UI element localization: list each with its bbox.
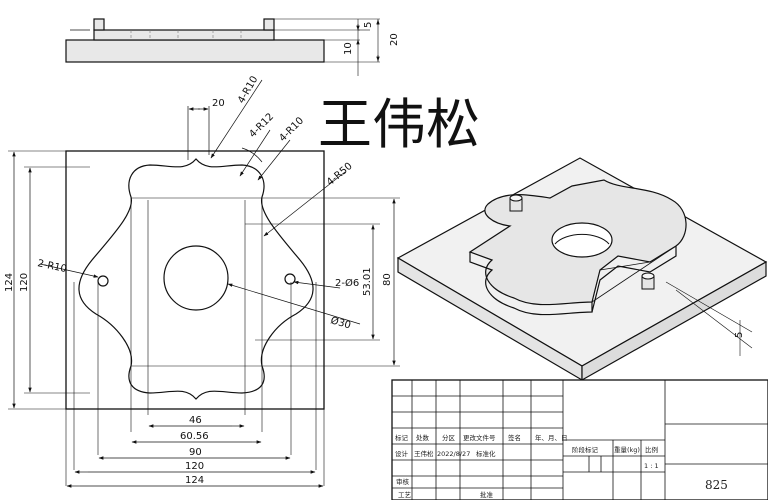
tb-label-count: 处数 <box>416 433 430 442</box>
side-view-raised-profile <box>93 29 275 41</box>
dim-height-124: 124 <box>4 273 15 292</box>
tb-process-label: 工艺 <box>398 491 412 499</box>
pin-hole-right <box>284 273 296 285</box>
iso-pin-left <box>509 194 523 212</box>
tb-drawing-number: 825 <box>705 478 728 492</box>
isometric-view: 5 <box>396 157 768 382</box>
dim-46: 46 <box>189 415 202 426</box>
dim-80: 80 <box>382 273 393 286</box>
front-view-outer-plate <box>65 150 325 410</box>
dim-124: 124 <box>185 475 204 486</box>
iso-dim-5: 5 <box>734 332 745 338</box>
iso-plate-right-side <box>581 260 767 382</box>
side-view-pin-right <box>263 18 275 31</box>
side-view-pin-left <box>93 18 105 31</box>
iso-pin-right <box>641 272 655 290</box>
tb-weight-label: 重量(kg) <box>614 446 640 454</box>
tb-approve-label: 批准 <box>480 490 494 499</box>
callout-2-d6: 2-Ø6 <box>335 277 359 289</box>
side-view: 5 10 20 <box>65 18 400 76</box>
dim-4-r10-a: 4-R10 <box>236 74 260 105</box>
tb-label-mark: 标记 <box>395 433 409 442</box>
tb-scale-label: 比例 <box>645 445 658 454</box>
side-dim-5: 5 <box>363 22 374 28</box>
side-dim-10: 10 <box>343 42 354 55</box>
tb-label-sign: 签名 <box>508 433 521 442</box>
dim-60-56: 60.56 <box>180 431 209 442</box>
designer-name-watermark: 王伟松 <box>318 93 480 156</box>
side-view-base-plate <box>65 39 325 63</box>
center-bore <box>163 245 229 311</box>
tb-label-date: 年、月、日 <box>535 433 568 442</box>
tb-review-label: 审核 <box>396 477 410 486</box>
tb-label-zone: 分区 <box>442 433 456 442</box>
tb-stage-label: 阶段标记 <box>572 445 599 454</box>
callout-d30: Ø30 <box>329 314 352 331</box>
dim-53-01: 53.01 <box>362 267 373 296</box>
dim-4-r12: 4-R12 <box>247 111 276 140</box>
dim-120: 120 <box>185 461 204 472</box>
callout-2-r10: 2-R10 <box>36 258 67 275</box>
title-block: 标记 处数 分区 更改文件号 签名 年、月、日 设计 王伟松 2022/8/27… <box>391 379 768 500</box>
tb-designer: 王伟松 <box>414 449 434 458</box>
tb-scale-value: 1 : 1 <box>644 462 659 470</box>
tb-design-label: 设计 <box>395 449 409 458</box>
dim-20: 20 <box>212 98 225 109</box>
side-dim-20: 20 <box>389 33 400 46</box>
tb-label-change-doc: 更改文件号 <box>463 433 496 442</box>
tb-standardization: 标准化 <box>476 449 496 458</box>
tb-design-date: 2022/8/27 <box>437 450 470 458</box>
dim-4-r50: 4-R50 <box>325 161 355 188</box>
dim-height-120: 120 <box>19 273 30 292</box>
pin-hole-left <box>97 275 109 287</box>
front-view-profile-outline <box>78 158 314 400</box>
iso-center-bore <box>551 222 613 258</box>
dim-4-r10-b: 4-R10 <box>277 115 306 144</box>
dim-90: 90 <box>189 447 202 458</box>
